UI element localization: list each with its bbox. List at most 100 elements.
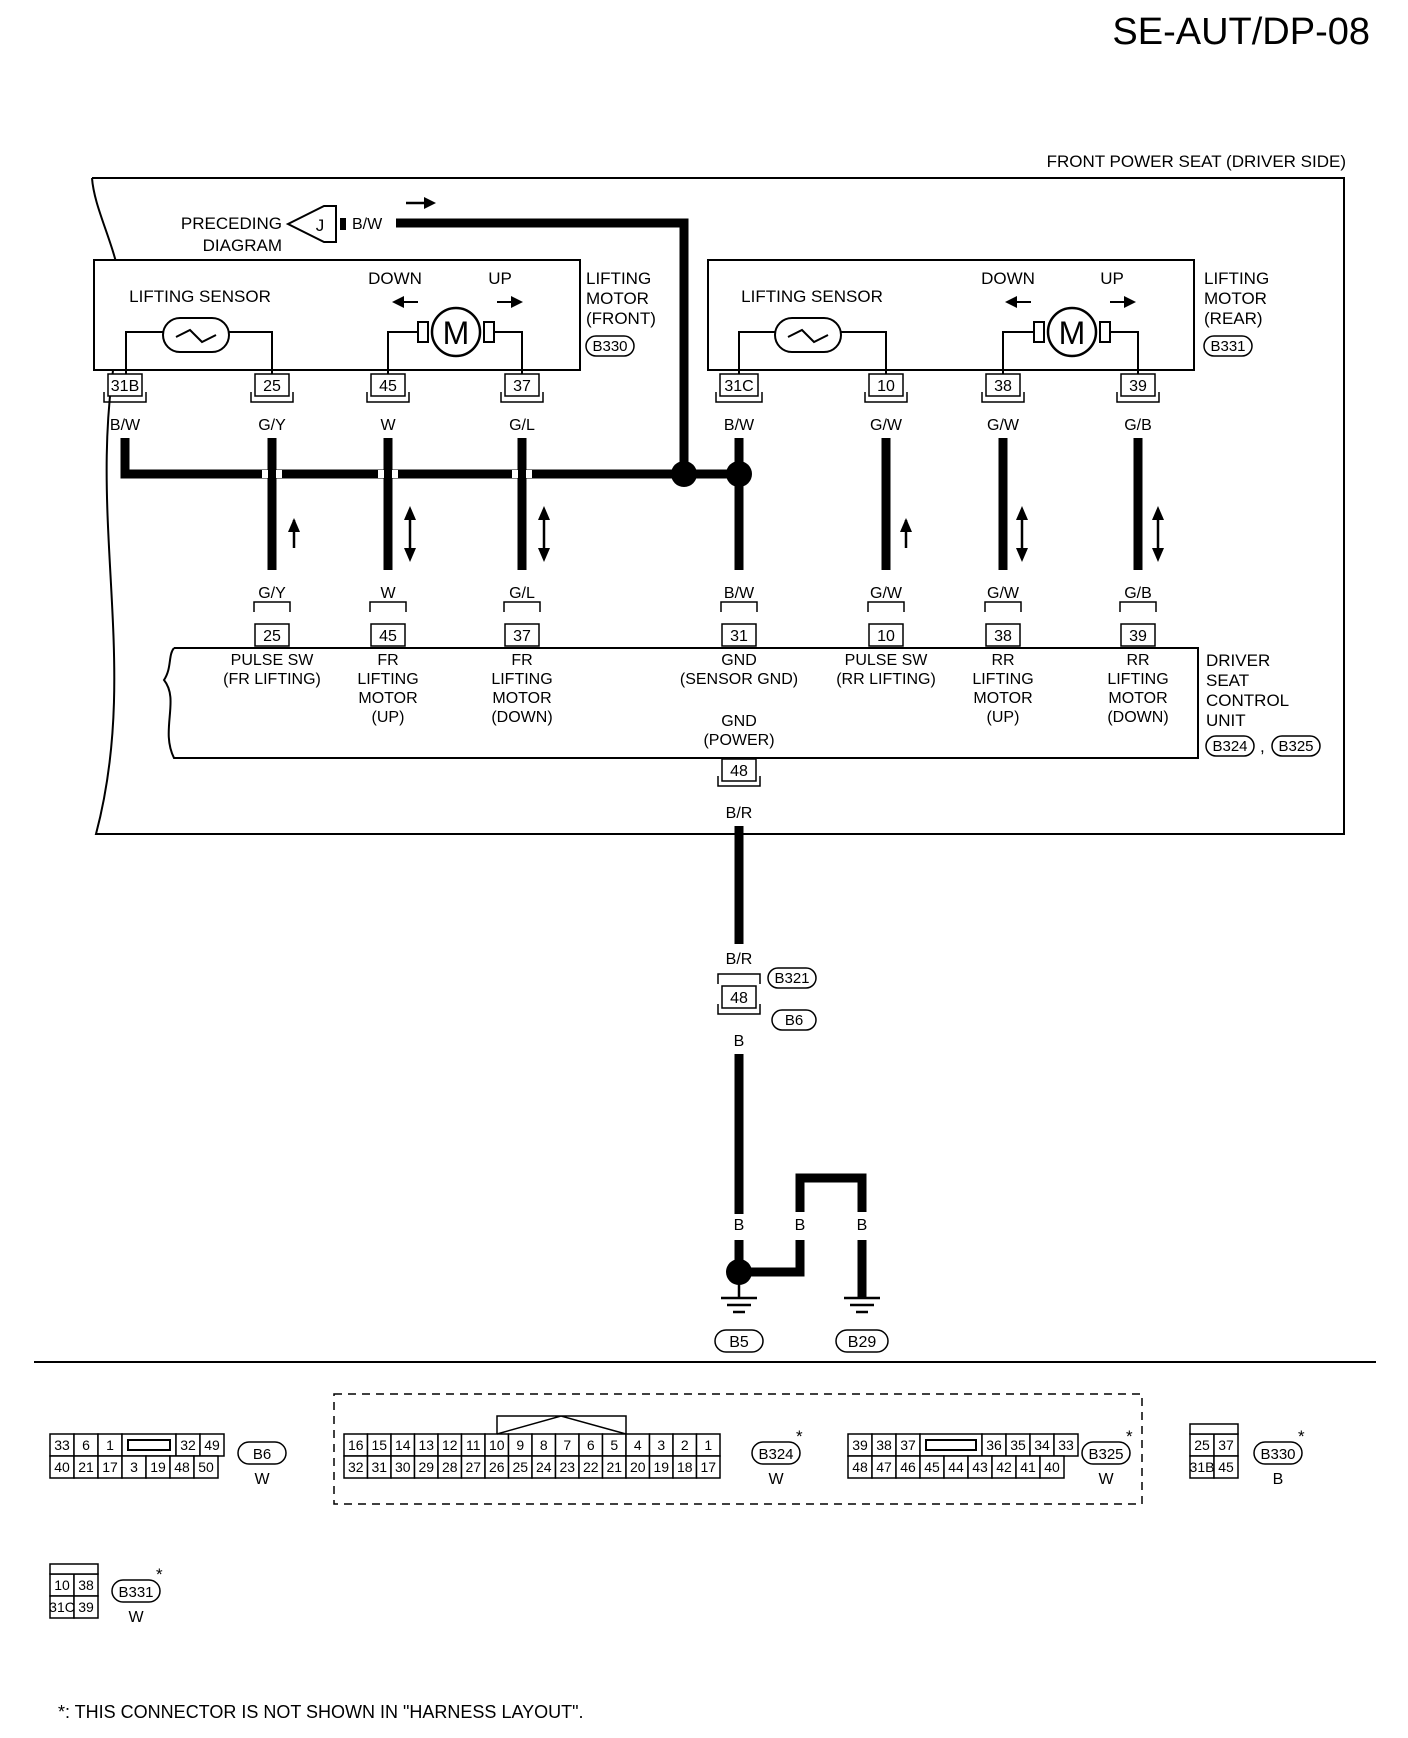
harness-wires: [120, 438, 1143, 570]
footnote: *: THIS CONNECTOR IS NOT SHOWN IN "HARNE…: [58, 1702, 584, 1722]
terminal-b324-19: 19: [653, 1459, 669, 1475]
control-unit-name-2: SEAT: [1206, 671, 1249, 690]
svg-text:G/B: G/B: [1124, 417, 1152, 434]
connector-face-id-b331: B331: [118, 1584, 153, 1601]
connector-tag-b325[interactable]: B325: [1271, 735, 1321, 757]
svg-text:(DOWN): (DOWN): [1107, 709, 1168, 726]
terminal-b6-6: 6: [82, 1437, 90, 1453]
ground-splice-point: [726, 1259, 752, 1285]
front-down-label: DOWN: [368, 269, 422, 288]
terminal-b6-32: 32: [180, 1437, 196, 1453]
svg-text:B331: B331: [1210, 338, 1245, 355]
svg-text:MOTOR: MOTOR: [973, 690, 1032, 707]
connector-face-tag-b331[interactable]: B331: [111, 1579, 161, 1603]
harness-frame: [91, 177, 1345, 835]
terminal-b6-21: 21: [78, 1459, 94, 1475]
connector-tag-b324[interactable]: B324: [1205, 735, 1255, 757]
svg-text:39: 39: [1129, 628, 1147, 645]
svg-text:(SENSOR GND): (SENSOR GND): [680, 671, 798, 688]
terminal-b325-37: 37: [900, 1437, 916, 1453]
front-motor-name-1: LIFTING: [586, 269, 651, 288]
rear-sensor-icon: [774, 317, 842, 353]
control-unit-name-1: DRIVER: [1206, 651, 1270, 670]
terminal-b325-35: 35: [1010, 1437, 1026, 1453]
connector-tag-b331[interactable]: B331: [1203, 335, 1253, 357]
connector-face-tag-b330[interactable]: B330: [1253, 1441, 1303, 1465]
system-title: FRONT POWER SEAT (DRIVER SIDE): [1047, 152, 1346, 171]
ground-tag-b5[interactable]: B5: [714, 1329, 764, 1353]
svg-text:G/W: G/W: [987, 417, 1020, 434]
svg-text:G/L: G/L: [509, 585, 535, 602]
connector-face-tag-b324[interactable]: B324: [751, 1441, 801, 1465]
svg-text:FR: FR: [377, 652, 398, 669]
terminal-b324-10: 10: [489, 1437, 505, 1453]
wire-color-br-bottom: B/R: [726, 951, 753, 968]
terminal-b324-21: 21: [606, 1459, 622, 1475]
terminal-b331-38: 38: [78, 1577, 94, 1593]
terminal-b324-27: 27: [465, 1459, 481, 1475]
terminal-b324-5: 5: [610, 1437, 618, 1453]
connector-face-id-b324: B324: [758, 1446, 793, 1463]
terminal-b325-44: 44: [948, 1459, 964, 1475]
preceding-ref-flag[interactable]: J: [285, 205, 337, 243]
connector-tag-b6[interactable]: B6: [771, 1009, 817, 1031]
svg-text:(FR LIFTING): (FR LIFTING): [223, 671, 321, 688]
pin-function-labels: PULSE SW (FR LIFTING) FR LIFTING MOTOR (…: [223, 652, 1169, 749]
rear-motor-pins: 31C 10 38 39: [719, 373, 1156, 397]
svg-text:38: 38: [994, 628, 1012, 645]
terminal-b324-30: 30: [395, 1459, 411, 1475]
svg-text:B/W: B/W: [724, 585, 755, 602]
terminal-b6-1: 1: [106, 1437, 114, 1453]
connector-face-tag-b325[interactable]: B325: [1081, 1441, 1131, 1465]
svg-text:B/W: B/W: [110, 417, 141, 434]
connector-tag-b330[interactable]: B330: [585, 335, 635, 357]
svg-text:B321: B321: [774, 970, 809, 987]
terminal-b331-39: 39: [78, 1599, 94, 1615]
front-sensor-icon: [162, 317, 230, 353]
front-motor-icon: M: [417, 306, 495, 358]
terminal-b325-40: 40: [1044, 1459, 1060, 1475]
svg-text:RR: RR: [991, 652, 1014, 669]
rear-up-label: UP: [1100, 269, 1124, 288]
connector-face-id-b6: B6: [253, 1446, 271, 1463]
connector-face-color-b324: W: [768, 1471, 784, 1488]
front-motor-name-3: (FRONT): [586, 309, 656, 328]
terminal-b324-12: 12: [442, 1437, 458, 1453]
rear-motor-name-3: (REAR): [1204, 309, 1263, 328]
connector-face-star-b324: *: [796, 1427, 803, 1446]
svg-text:G/B: G/B: [1124, 585, 1152, 602]
svg-text:10: 10: [877, 378, 895, 395]
svg-text:(POWER): (POWER): [703, 732, 774, 749]
svg-text:G/L: G/L: [509, 417, 535, 434]
connector-face-star-b331: *: [156, 1565, 163, 1584]
svg-text:MOTOR: MOTOR: [492, 690, 551, 707]
terminal-b324-26: 26: [489, 1459, 505, 1475]
rear-lifting-sensor-label: LIFTING SENSOR: [741, 287, 883, 306]
terminal-b325-48: 48: [852, 1459, 868, 1475]
terminal-b325-33: 33: [1058, 1437, 1074, 1453]
joint-pin: 48: [730, 990, 748, 1007]
ground-tag-b29[interactable]: B29: [835, 1329, 889, 1353]
svg-text:B5: B5: [729, 1334, 749, 1351]
svg-text:PULSE SW: PULSE SW: [231, 652, 315, 669]
terminal-b6-40: 40: [54, 1459, 70, 1475]
svg-text:37: 37: [513, 378, 531, 395]
terminal-b6-19: 19: [150, 1459, 166, 1475]
page-code: SE-AUT/DP-08: [1112, 11, 1370, 53]
terminal-b324-32: 32: [348, 1459, 364, 1475]
power-pin: 48: [730, 763, 748, 780]
connector-face-tag-b6[interactable]: B6: [237, 1441, 287, 1465]
connector-face-star-b325: *: [1126, 1427, 1133, 1446]
front-lifting-sensor-label: LIFTING SENSOR: [129, 287, 271, 306]
svg-text:LIFTING: LIFTING: [972, 671, 1033, 688]
joint-pin-box: [721, 985, 757, 1009]
terminal-b325-38: 38: [876, 1437, 892, 1453]
svg-text:25: 25: [263, 378, 281, 395]
connector-tag-b321[interactable]: B321: [767, 967, 817, 989]
terminal-b6-48: 48: [174, 1459, 190, 1475]
svg-text:G/W: G/W: [870, 585, 903, 602]
control-unit-pins: 25 45 37 31 10 38 39: [254, 623, 1156, 647]
terminal-b324-3: 3: [657, 1437, 665, 1453]
